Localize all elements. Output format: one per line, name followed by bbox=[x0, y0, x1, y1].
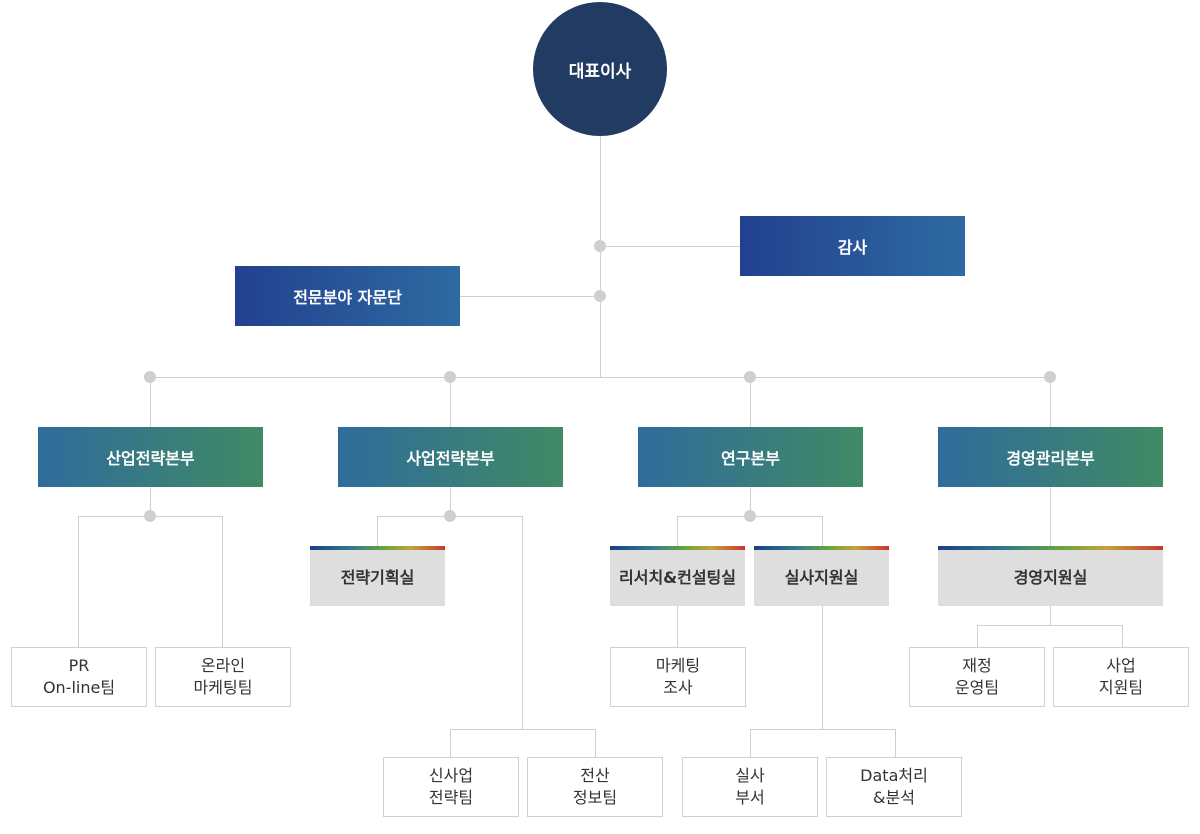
connector-line bbox=[150, 377, 1050, 378]
team-label-line1: Data처리 bbox=[860, 766, 928, 785]
connector-line bbox=[600, 136, 601, 377]
team-label-line1: 마케팅 bbox=[655, 656, 701, 675]
connector-line bbox=[977, 625, 978, 647]
team-label-line1: 재정 bbox=[962, 656, 992, 675]
team-label-line2: 운영팀 bbox=[954, 678, 1000, 697]
office-node: 경영지원실 bbox=[938, 546, 1163, 606]
team-label-line1: 온라인 bbox=[200, 656, 246, 675]
division-node: 산업전략본부 bbox=[38, 427, 263, 487]
division-node: 연구본부 bbox=[638, 427, 863, 487]
junction-dot bbox=[144, 510, 156, 522]
team-label-line1: PR bbox=[68, 656, 90, 675]
connector-line bbox=[450, 487, 451, 516]
junction-dot bbox=[1044, 371, 1056, 383]
junction-dot bbox=[444, 510, 456, 522]
team-label-line2: 지원팀 bbox=[1098, 678, 1144, 697]
office-node: 실사지원실 bbox=[754, 546, 889, 606]
connector-line bbox=[750, 377, 751, 427]
junction-dot bbox=[144, 371, 156, 383]
division-label: 산업전략본부 bbox=[106, 449, 195, 468]
team-label-line2: 마케팅팀 bbox=[193, 678, 253, 697]
connector-line bbox=[450, 729, 451, 757]
junction-dot bbox=[744, 510, 756, 522]
junction-dot bbox=[744, 371, 756, 383]
team-label-line2: 부서 bbox=[735, 788, 765, 807]
connector-line bbox=[1122, 625, 1123, 647]
office-label: 경영지원실 bbox=[1013, 568, 1088, 587]
audit-label: 감사 bbox=[837, 238, 868, 257]
division-label: 경영관리본부 bbox=[1006, 449, 1095, 468]
junction-dot bbox=[594, 290, 606, 302]
connector-line bbox=[377, 516, 378, 546]
connector-line bbox=[522, 516, 523, 729]
connector-line bbox=[822, 606, 823, 729]
office-node: 리서치&컨설팅실 bbox=[610, 546, 745, 606]
team-label-line1: 신사업 bbox=[428, 766, 474, 785]
connector-line bbox=[822, 516, 823, 546]
team-label-line2: On-line팀 bbox=[42, 678, 116, 697]
office-label: 실사지원실 bbox=[784, 568, 859, 587]
connector-line bbox=[1050, 487, 1051, 546]
team-label-line2: 전략팀 bbox=[428, 788, 474, 807]
team-label-line1: 실사 bbox=[735, 766, 765, 785]
team-label-line1: 전산 bbox=[580, 766, 610, 785]
connector-line bbox=[1050, 377, 1051, 427]
connector-line bbox=[977, 625, 1123, 626]
connector-line bbox=[600, 246, 740, 247]
advisory-label: 전문분야 자문단 bbox=[293, 288, 402, 307]
office-label: 리서치&컨설팅실 bbox=[619, 568, 736, 587]
connector-line bbox=[750, 729, 896, 730]
connector-line bbox=[450, 377, 451, 427]
connector-line bbox=[150, 487, 151, 516]
team-label-line2: 조사 bbox=[663, 678, 693, 697]
connector-line bbox=[595, 729, 596, 757]
connector-line bbox=[1050, 606, 1051, 625]
office-label: 전략기획실 bbox=[340, 568, 415, 587]
connector-line bbox=[677, 516, 678, 546]
team-node: Data처리&분석 bbox=[826, 757, 962, 817]
connector-line bbox=[150, 377, 151, 427]
junction-dot bbox=[594, 240, 606, 252]
connector-line bbox=[460, 296, 600, 297]
team-label-line1: 사업 bbox=[1106, 656, 1136, 675]
team-label-line2: &분석 bbox=[873, 788, 915, 807]
junction-dot bbox=[444, 371, 456, 383]
division-node: 경영관리본부 bbox=[938, 427, 1163, 487]
team-label-line2: 정보팀 bbox=[572, 788, 618, 807]
connector-line bbox=[750, 729, 751, 757]
office-node: 전략기획실 bbox=[310, 546, 445, 606]
ceo-label: 대표이사 bbox=[568, 61, 632, 82]
connector-line bbox=[677, 606, 678, 647]
division-label: 연구본부 bbox=[721, 449, 780, 468]
connector-line bbox=[78, 516, 79, 647]
connector-line bbox=[895, 729, 896, 757]
advisory-node: 전문분야 자문단 bbox=[235, 266, 460, 326]
division-node: 사업전략본부 bbox=[338, 427, 563, 487]
ceo-node: 대표이사 bbox=[533, 2, 667, 136]
connector-line bbox=[450, 729, 596, 730]
connector-line bbox=[222, 516, 223, 647]
division-label: 사업전략본부 bbox=[406, 449, 495, 468]
team-node: PR On-line팀 bbox=[11, 647, 147, 707]
audit-node: 감사 bbox=[740, 216, 965, 276]
connector-line bbox=[750, 487, 751, 516]
